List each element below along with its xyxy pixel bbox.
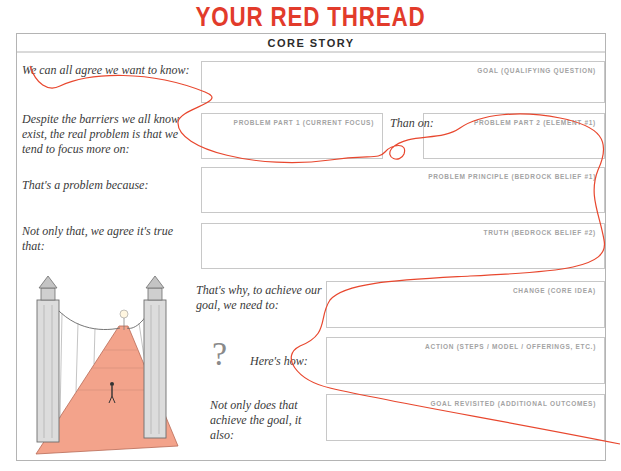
bridge-road bbox=[36, 326, 178, 454]
prompt-text: Than on: bbox=[390, 116, 434, 131]
stone-line bbox=[159, 305, 160, 434]
suspender bbox=[139, 323, 146, 370]
road-line bbox=[104, 350, 137, 351]
answer-box: PROBLEM PART 2 (ELEMENT #1) bbox=[423, 113, 605, 159]
answer-box: GOAL (QUALIFYING QUESTION) bbox=[201, 61, 605, 103]
walker-figure bbox=[109, 396, 112, 403]
prompt-text: We can all agree we want to know: bbox=[22, 63, 194, 78]
tower-roof bbox=[146, 276, 164, 288]
answer-box: ACTION (STEPS / MODEL / OFFERINGS, ETC.) bbox=[326, 337, 605, 384]
suspender bbox=[76, 323, 78, 392]
tower-cap bbox=[41, 288, 55, 300]
walker-figure bbox=[110, 382, 114, 386]
page-title: YOUR RED THREAD bbox=[62, 2, 559, 32]
suspender bbox=[94, 328, 95, 364]
tower-cap bbox=[148, 288, 162, 300]
question-mark: ? bbox=[212, 336, 242, 372]
answer-box: PROBLEM PART 1 (CURRENT FOCUS) bbox=[201, 113, 383, 159]
suspender bbox=[60, 313, 62, 418]
prompt-text: That's a problem because: bbox=[22, 178, 197, 193]
answer-box: TRUTH (BEDROCK BELIEF #2) bbox=[201, 223, 605, 269]
box-label: CHANGE (CORE IDEA) bbox=[513, 287, 596, 295]
prompt-text: Despite the barriers we all know exist, … bbox=[22, 112, 200, 157]
box-label: PROBLEM PRINCIPLE (BEDROCK BELIEF #1) bbox=[428, 173, 596, 181]
stone-line bbox=[52, 305, 53, 438]
stone-line bbox=[151, 305, 152, 434]
tower-roof bbox=[39, 276, 57, 288]
lamp-light bbox=[120, 310, 128, 318]
frame-heading: CORE STORY bbox=[17, 37, 605, 50]
box-label: GOAL (QUALIFYING QUESTION) bbox=[477, 67, 596, 75]
walker-figure bbox=[112, 396, 115, 403]
prompt-text: Here's how: bbox=[250, 354, 322, 369]
box-label: TRUTH (BEDROCK BELIEF #2) bbox=[484, 229, 596, 237]
answer-box: CHANGE (CORE IDEA) bbox=[326, 281, 605, 328]
road-line bbox=[78, 390, 150, 391]
lamp-post bbox=[124, 318, 125, 330]
prompt-text: That's why, to achieve our goal, we need… bbox=[196, 283, 324, 313]
header-rule bbox=[16, 52, 606, 53]
prompt-text: Not only does that achieve the goal, it … bbox=[210, 398, 324, 443]
bridge-cable bbox=[127, 298, 155, 328]
road-line bbox=[92, 368, 143, 369]
suspender bbox=[148, 314, 158, 400]
box-label: PROBLEM PART 2 (ELEMENT #1) bbox=[474, 119, 596, 127]
bridge-illustration bbox=[36, 276, 178, 454]
story-frame: CORE STORY GOAL (QUALIFYING QUESTION) PROB… bbox=[16, 33, 606, 461]
answer-box: PROBLEM PRINCIPLE (BEDROCK BELIEF #1) bbox=[201, 167, 605, 213]
answer-box: GOAL REVISITED (ADDITIONAL OUTCOMES) bbox=[326, 394, 605, 441]
bridge-cable bbox=[48, 298, 120, 330]
box-label: GOAL REVISITED (ADDITIONAL OUTCOMES) bbox=[431, 400, 596, 408]
box-label: ACTION (STEPS / MODEL / OFFERINGS, ETC.) bbox=[425, 343, 596, 351]
box-label: PROBLEM PART 1 (CURRENT FOCUS) bbox=[234, 119, 374, 127]
stone-line bbox=[44, 305, 45, 438]
prompt-text: Not only that, we agree it's true that: bbox=[22, 224, 197, 254]
walker-figure bbox=[111, 386, 112, 396]
bridge-tower bbox=[144, 300, 166, 438]
bridge-tower bbox=[37, 300, 59, 442]
